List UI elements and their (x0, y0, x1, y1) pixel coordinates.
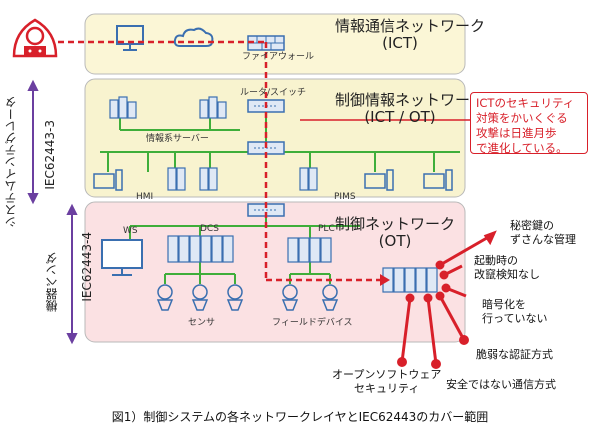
iec4-label: IEC62443-4 (80, 232, 94, 302)
plc-label: PLC (318, 224, 335, 234)
info-server-label: 情報系サーバー (146, 134, 209, 144)
integrator-bracket (27, 79, 39, 205)
threat-key-management-line2: ずさんな管理 (510, 232, 576, 246)
threat-tamper-detection: 起動時の 改竄検知なし (474, 254, 540, 282)
ict-title: 情報通信ネットワーク (335, 17, 486, 35)
vulnerability-pointers (397, 230, 497, 369)
ot-layer-title: 制御ネットワーク (OT) (330, 215, 460, 251)
ot-subtitle: (OT) (378, 232, 412, 251)
ws-label: WS (123, 226, 138, 236)
ict-layer-title: 情報通信ネットワーク (ICT) (335, 17, 486, 53)
threat-no-encryption: 暗号化を 行っていない (482, 298, 547, 326)
target-controller-icon (382, 267, 438, 293)
vendor-bracket (66, 203, 78, 345)
dcs-rack-icon (167, 235, 234, 263)
ict-subtitle: (ICT) (382, 34, 418, 53)
sensor-label: センサ (188, 318, 216, 328)
security-callout: ICTのセキュリティ 対策をかいくぐる 攻撃は日進月歩 で進化している。 (470, 92, 588, 155)
ictot-subtitle: (ICT / OT) (364, 108, 436, 127)
hmi-server-icon (167, 167, 218, 191)
threat-tamper-detection-line1: 起動時の (474, 254, 518, 267)
callout-line-1: ICTのセキュリティ (476, 96, 575, 110)
callout-line-4: で進化している。 (476, 140, 568, 155)
pims-server-icon (299, 167, 318, 191)
attack-path (58, 40, 380, 282)
ws-monitor-icon (101, 239, 143, 276)
attacker-icon (12, 18, 58, 58)
info-server-icon (109, 96, 227, 119)
figure-caption: 図1）制御システムの各ネットワークレイヤとIEC62443のカバー範囲 (111, 410, 489, 424)
router-label: ルータ/スイッチ (240, 88, 307, 98)
vendor-label: 機器ベンダ (45, 252, 59, 312)
threat-open-software-line2: セキュリティ (354, 381, 420, 395)
threat-open-software-line1: オープンソフトウェア (332, 368, 442, 381)
plc-rack-icon (287, 237, 332, 263)
field-device-icons (281, 284, 339, 311)
attack-arrowhead (380, 274, 390, 286)
iec3-label: IEC62443-3 (43, 120, 57, 190)
sensor-icons (156, 284, 244, 311)
callout-line-3: 攻撃は日進月歩 (476, 125, 557, 140)
threat-open-software: オープンソフトウェア セキュリティ (332, 368, 441, 396)
threat-no-encryption-line2: 行っていない (482, 311, 548, 325)
field-device-label: フィールドデバイス (272, 318, 353, 328)
pims-label: PIMS (334, 192, 356, 202)
firewall-label: ファイアウォール (242, 52, 315, 62)
ict-monitor-icon (116, 25, 144, 51)
hmi-label: HMI (136, 192, 154, 202)
threat-insecure-comm: 安全ではない通信方式 (446, 378, 556, 391)
pims-pc-icon (364, 169, 453, 191)
callout-line-2: 対策をかいくぐる (476, 110, 568, 125)
ictot-layer-title: 制御情報ネットワーク (ICT / OT) (335, 91, 486, 127)
integrator-label: システムインテグレータ (4, 96, 18, 228)
threat-no-encryption-line1: 暗号化を (482, 298, 526, 311)
threat-key-management-line1: 秘密鍵の (510, 219, 554, 232)
ot-title: 制御ネットワーク (334, 215, 455, 233)
dcs-label: DCS (200, 224, 219, 234)
threat-tamper-detection-line2: 改竄検知なし (474, 267, 540, 281)
ictot-title: 制御情報ネットワーク (335, 91, 486, 109)
threat-key-management: 秘密鍵の ずさんな管理 (510, 219, 576, 247)
hmi-pc-icon (93, 169, 123, 191)
threat-weak-auth: 脆弱な認証方式 (476, 348, 553, 361)
